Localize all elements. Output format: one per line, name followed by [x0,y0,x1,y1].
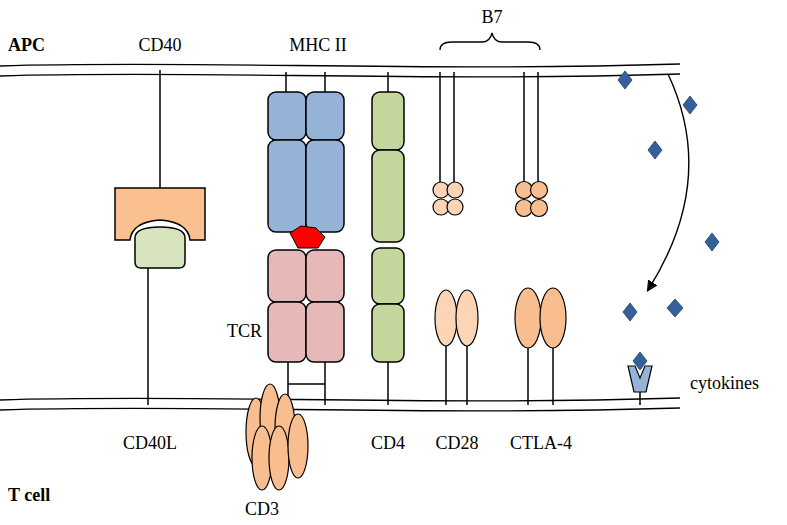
cd4-domain [372,304,404,362]
secretion-arrow [648,74,689,290]
cd4-domain [372,248,404,304]
stalk-line [387,72,389,92]
mhc-domain [306,140,344,232]
molecule-label: CD40 [138,34,181,56]
cytokine [648,141,662,159]
molecule-label: cytokines [690,372,759,394]
tcr-domain [306,250,344,302]
molecule-label: CD40L [123,432,177,454]
cell-label: T cell [8,484,50,506]
tcr-domain [268,302,306,362]
cell-label: APC [8,34,45,56]
stalk-line [527,348,529,405]
cd28-domain [456,290,478,346]
mhc-domain [268,92,306,140]
cd28-domain [435,290,457,346]
stalk-line [445,346,447,405]
stalk-line [639,392,641,405]
peptide [290,226,325,248]
cytokine [618,71,632,89]
tcell-membrane [0,398,680,401]
stalk-line [453,72,455,182]
b7-domain [531,200,548,217]
b7-domain [531,182,548,199]
mhc-domain [306,92,344,140]
b7-domain [447,199,463,215]
cytokine [683,96,697,114]
stalk-line [324,72,326,92]
stalk-line [387,362,389,405]
molecule-label: CD3 [245,498,279,520]
tcr-domain [306,302,344,362]
stalk-line [552,348,554,405]
stalk-line [285,72,287,92]
apc-membrane [0,74,680,77]
cytokine-receptor [628,366,652,392]
b7-bracket [440,33,540,50]
stalk-line [159,70,161,188]
molecule-label: B7 [481,6,502,28]
cytokine [705,233,719,251]
cytokine [623,303,637,321]
cytokine [667,299,683,317]
mhc-domain [268,140,306,232]
stalk-line [439,72,441,182]
cd40l-ligand [135,227,185,268]
stalk-line [523,72,525,182]
molecule-label: CD4 [371,432,405,454]
molecule-label: MHC II [289,34,347,56]
cd3-subunit [288,414,308,478]
stalk-line [537,72,539,182]
stalk-line [147,268,149,405]
cd4-domain [372,150,404,242]
cd3-subunit [269,426,289,490]
ctla4-domain [540,288,566,348]
stalk-line [466,346,468,405]
tcr-domain [268,250,306,302]
ctla4-domain [515,288,541,348]
stalk-line [288,383,325,385]
apc-membrane [0,64,680,67]
tcell-membrane [0,408,680,411]
molecule-label: CD28 [435,432,478,454]
molecule-label: TCR [227,320,262,342]
molecule-label: CTLA-4 [510,432,572,454]
cd4-domain [372,92,404,150]
b7-domain [447,182,463,198]
